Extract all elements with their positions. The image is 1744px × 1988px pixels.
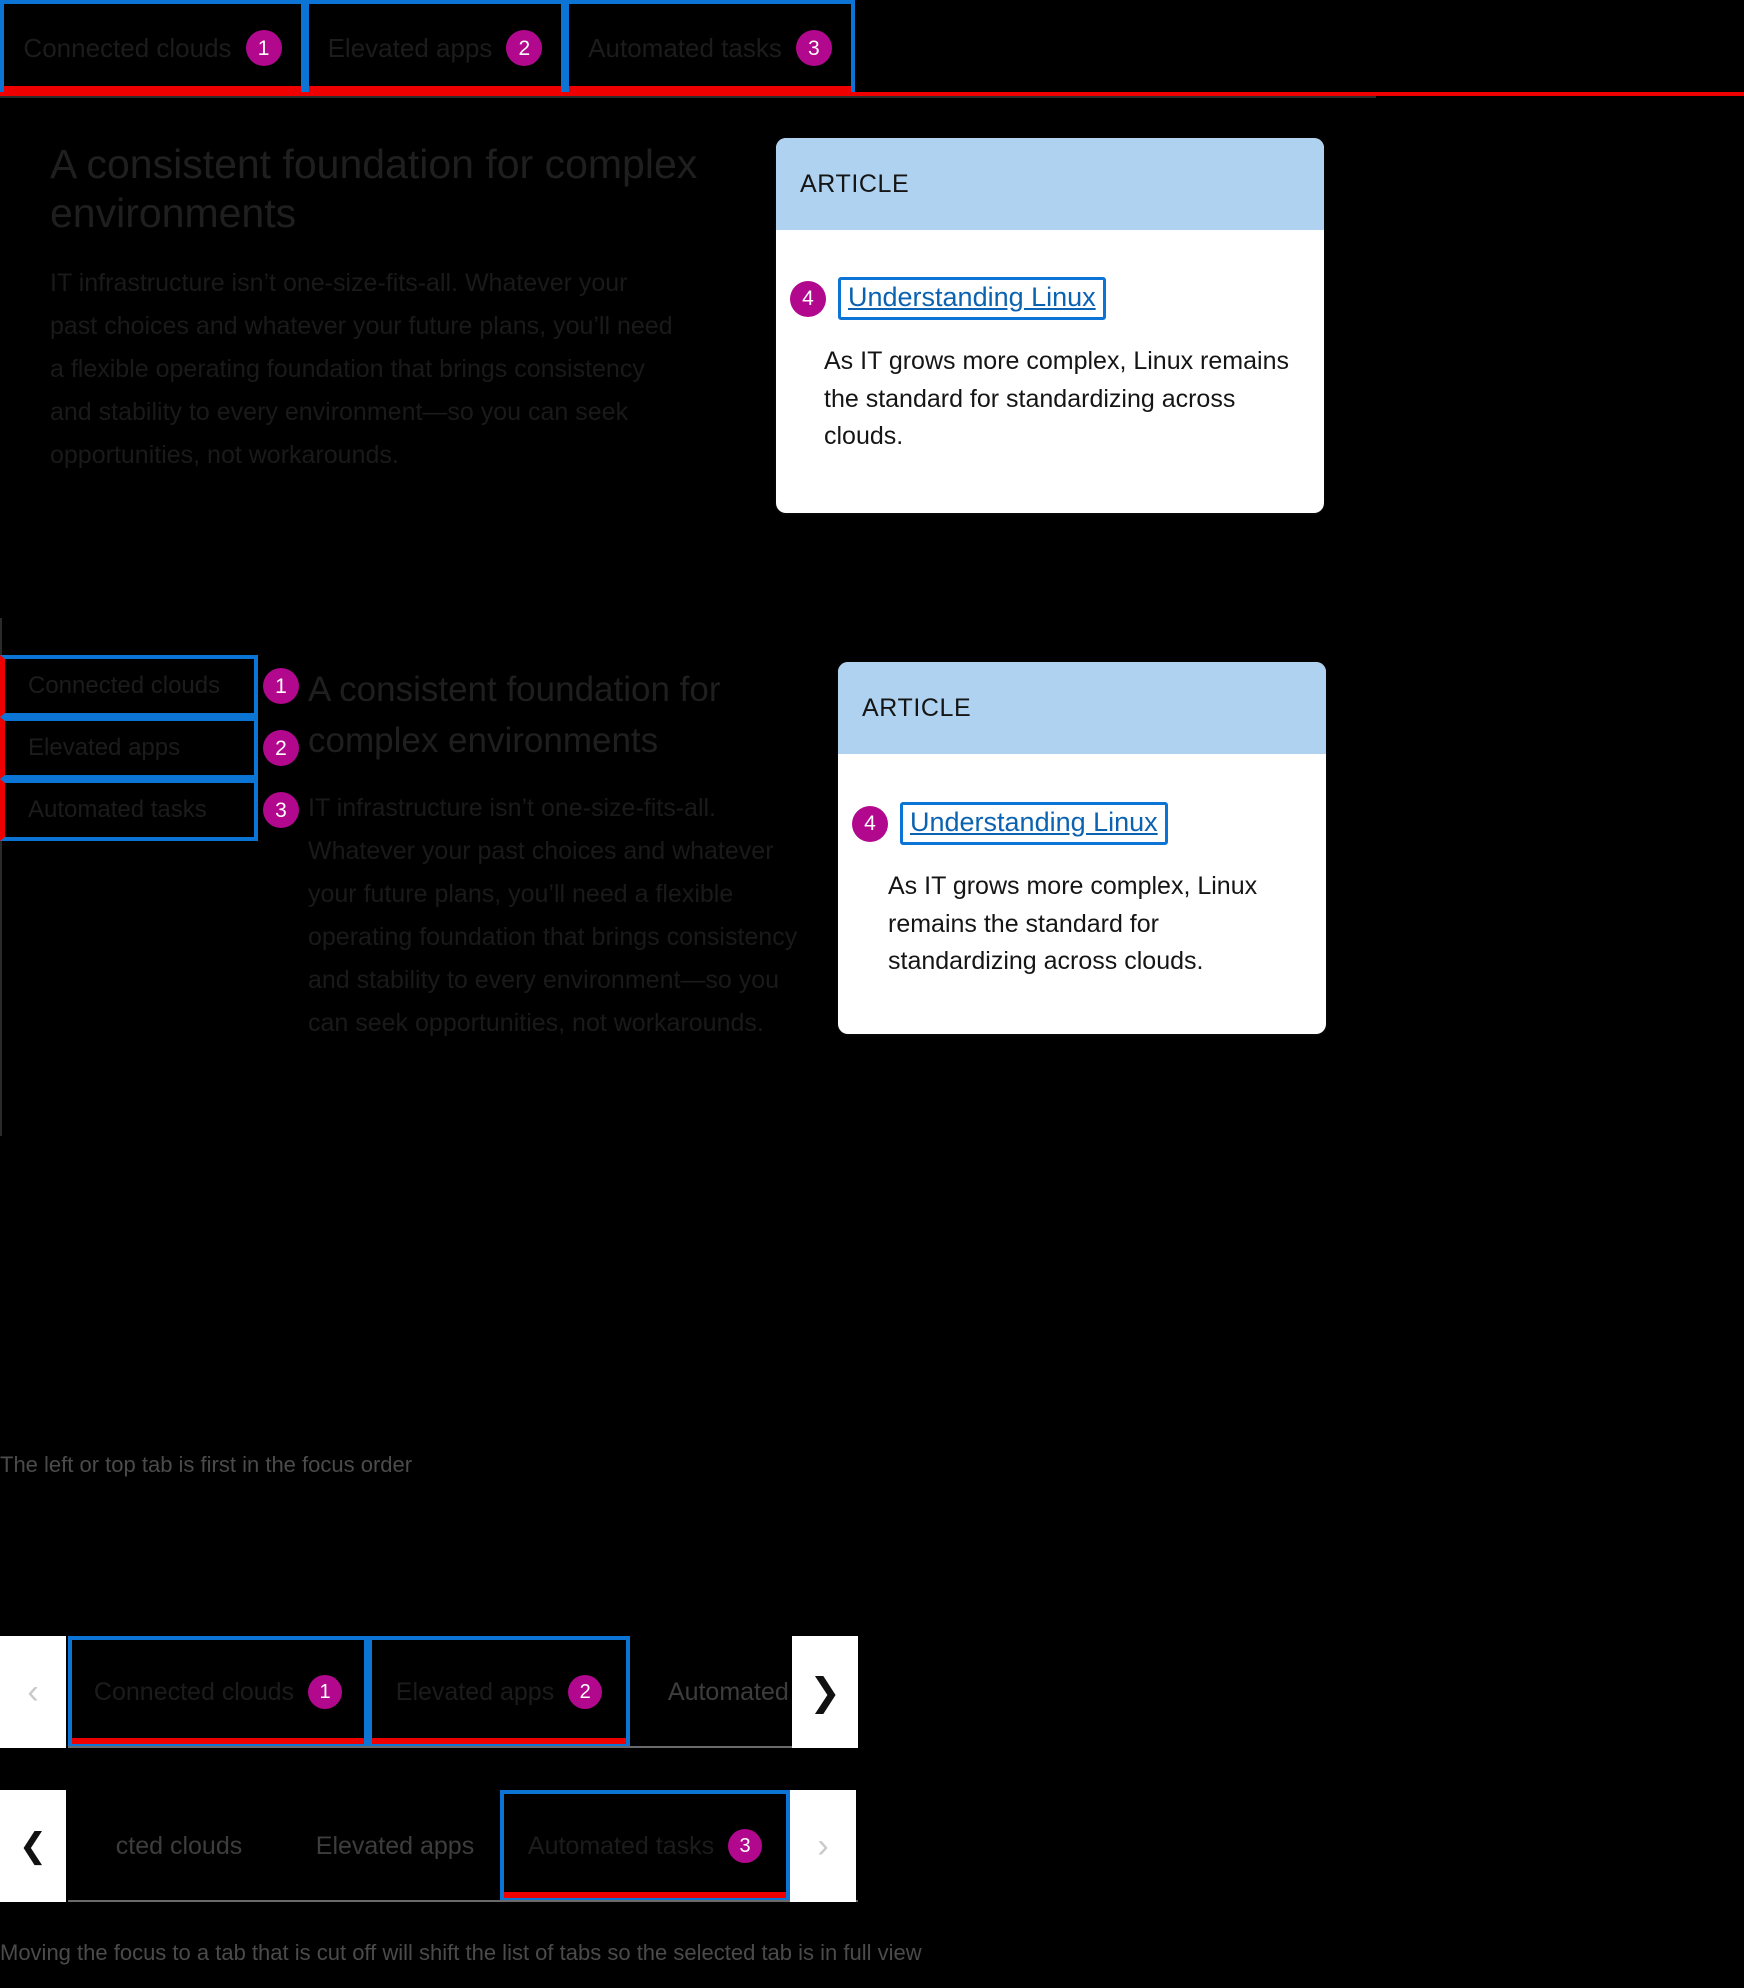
tablist-selected-rule (0, 92, 1744, 96)
tab-label: Connected clouds (23, 32, 232, 63)
card-body: 4 Understanding Linux As IT grows more c… (776, 277, 1324, 456)
annotation-badge-1: 1 (263, 668, 299, 704)
card-link-row: 4 Understanding Linux (852, 802, 1326, 845)
annotation-badge-3: 3 (728, 1829, 763, 1863)
section-divider (0, 618, 2, 1136)
annotation-badge-1: 1 (308, 1675, 343, 1709)
card-link-row: 4 Understanding Linux (790, 277, 1324, 320)
annotation-badge-2: 2 (263, 730, 299, 766)
tab-label: Automated tasks (28, 796, 207, 823)
selected-indicator (569, 86, 851, 92)
page-title: A consistent foundation for complex envi… (308, 670, 721, 760)
annotation-badge-3: 3 (263, 792, 299, 828)
tab-connected-clouds[interactable]: Connected clouds 1 (0, 0, 305, 92)
selected-indicator (372, 1738, 626, 1744)
scrollable-tablist-a: ‹ Connected clouds 1 Elevated apps 2 Aut… (0, 1636, 892, 1748)
tab-label: Connected clouds (28, 672, 221, 699)
selected-indicator (504, 1892, 786, 1898)
selected-indicator (72, 1738, 364, 1744)
stab-connected-clouds[interactable]: cted clouds (68, 1790, 290, 1902)
article-link[interactable]: Understanding Linux (838, 277, 1106, 320)
strip-bottom-rule (68, 1900, 858, 1902)
article-link[interactable]: Understanding Linux (900, 802, 1168, 845)
vtab-automated-tasks[interactable]: Automated tasks (0, 779, 258, 841)
chevron-left-icon[interactable]: ❮ (0, 1790, 66, 1902)
card-eyebrow: ARTICLE (776, 138, 1324, 230)
tab-automated-tasks[interactable]: Automated tasks 3 (565, 0, 855, 92)
tab-label: Automated tasks (588, 32, 782, 63)
stab-elevated-apps[interactable]: Elevated apps 2 (368, 1636, 630, 1748)
caption-scroll-shift: Moving the focus to a tab that is cut of… (0, 1940, 922, 1965)
card-description: As IT grows more complex, Linux remains … (888, 872, 1258, 975)
selected-indicator (309, 86, 561, 92)
annotation-badge-1: 1 (245, 30, 282, 66)
card-description: As IT grows more complex, Linux remains … (824, 347, 1289, 450)
annotation-badge-4: 4 (790, 280, 826, 317)
annotation-badge-2: 2 (568, 1675, 603, 1709)
tab-label: Connected clouds (93, 1677, 295, 1706)
chevron-right-icon[interactable]: ❯ (792, 1636, 858, 1748)
vtab-connected-clouds[interactable]: Connected clouds (0, 655, 258, 717)
chevron-left-icon[interactable]: ‹ (0, 1636, 66, 1748)
horizontal-tablist: Connected clouds 1 Elevated apps 2 Autom… (0, 0, 1744, 96)
page-paragraph: IT infrastructure isn’t one-size-fits-al… (50, 269, 673, 469)
tab-label: Elevated apps (315, 1831, 475, 1860)
annotation-badge-4: 4 (852, 805, 888, 842)
annotation-badge-2: 2 (506, 30, 543, 66)
article-card: ARTICLE 4 Understanding Linux As IT grow… (776, 138, 1324, 513)
tab-label: Elevated apps (28, 734, 181, 761)
stab-connected-clouds[interactable]: Connected clouds 1 (68, 1636, 368, 1748)
annotation-badge-3: 3 (795, 30, 832, 66)
page-title: A consistent foundation for complex envi… (50, 141, 698, 237)
tab-label: cted clouds (115, 1831, 243, 1860)
tab-elevated-apps[interactable]: Elevated apps 2 (305, 0, 565, 92)
caption-focus-order: The left or top tab is first in the focu… (0, 1452, 413, 1477)
tab-label: Elevated apps (395, 1677, 555, 1706)
vtab-elevated-apps[interactable]: Elevated apps (0, 717, 258, 779)
strip-bottom-rule (68, 1746, 858, 1748)
tab-label: Elevated apps (327, 32, 493, 63)
tab-label: Automated tasks (527, 1831, 715, 1860)
card-body: 4 Understanding Linux As IT grows more c… (838, 802, 1326, 981)
selected-indicator (4, 86, 301, 92)
card-eyebrow: ARTICLE (838, 662, 1326, 754)
tablist-bottom-rule (0, 96, 1376, 98)
scrollable-tablist-b: ❮ cted clouds Elevated apps Automated ta… (0, 1790, 858, 1902)
article-card: ARTICLE 4 Understanding Linux As IT grow… (838, 662, 1326, 1034)
page-paragraph: IT infrastructure isn’t one-size-fits-al… (308, 794, 798, 1037)
stab-automated-tasks[interactable]: Automated tasks 3 (500, 1790, 790, 1902)
chevron-right-icon[interactable]: › (790, 1790, 856, 1902)
stab-elevated-apps[interactable]: Elevated apps (290, 1790, 500, 1902)
